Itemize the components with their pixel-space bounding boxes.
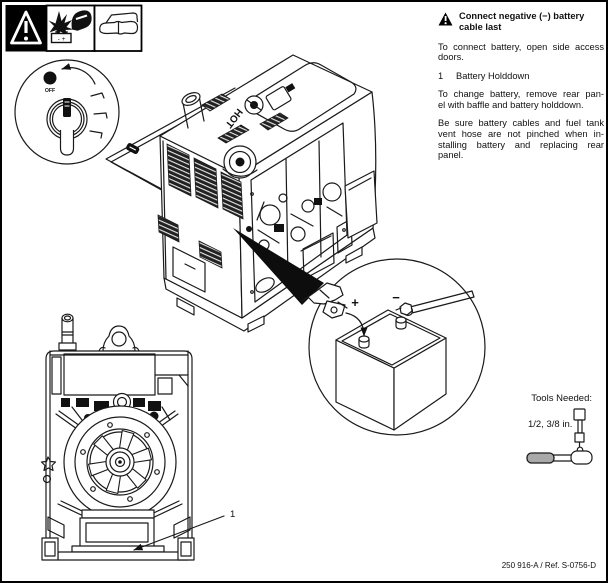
roof-access-plate — [265, 83, 296, 111]
engine-compartment — [246, 122, 348, 303]
side-grille — [220, 171, 244, 220]
safety-icon-row: - + — [5, 4, 143, 52]
key — [63, 98, 71, 117]
battery-location-callout-wedge — [233, 228, 324, 305]
battery-detail-circle: + − — [301, 258, 486, 436]
off-label: OFF — [45, 88, 55, 94]
wrench-handle — [526, 452, 555, 464]
keyhole — [46, 98, 88, 156]
small-vent — [198, 240, 223, 269]
legend-item-1: 1 Battery Holddown — [438, 71, 604, 82]
instruction-paragraph: To change battery, remove rear pan-el wi… — [438, 88, 604, 110]
machine-roof — [159, 54, 373, 176]
negative-terminal — [395, 316, 407, 330]
callout-arrow — [133, 515, 225, 551]
roof-vent — [259, 112, 289, 131]
warning-triangle-icon — [5, 5, 47, 52]
reference-number: 250 916-A / Ref. S-0756-D — [501, 561, 596, 570]
negative-cable — [395, 290, 475, 317]
side-grille — [193, 157, 219, 209]
plus-label: + — [351, 295, 359, 310]
side-grille — [166, 143, 192, 197]
battery-holddown-area — [41, 500, 195, 561]
warning-triangle-icon — [438, 12, 453, 26]
battery-polarity-label: - + — [58, 36, 66, 43]
safety-glasses-icon — [93, 4, 143, 52]
battery — [335, 309, 447, 431]
roof-vent — [201, 93, 231, 112]
connect-positive-arrow — [345, 312, 368, 337]
ignition-switch-figure: OFF — [14, 59, 120, 165]
tools-needed-label: Tools Needed: — [531, 393, 592, 404]
blower-housing — [222, 145, 258, 179]
legend-item-label: Battery Holddown — [456, 70, 530, 81]
roof-vent — [217, 124, 250, 144]
battery-explosion-face-shield-icon: - + — [45, 4, 96, 52]
tool-sizes-label: 1/2, 3/8 in. — [528, 419, 573, 430]
right-access-door — [344, 170, 378, 239]
minus-label: − — [392, 290, 400, 305]
lifting-eye — [98, 325, 140, 352]
callout-1: 1 — [133, 509, 235, 551]
flywheel — [63, 405, 177, 519]
fuel-cap — [244, 95, 264, 115]
rear-view-figure — [40, 313, 195, 561]
positive-terminal — [358, 335, 370, 349]
small-vent — [157, 214, 180, 243]
rotate-to-off-arrow — [61, 63, 96, 85]
off-position-dot — [43, 71, 57, 85]
legend-item-number: 1 — [438, 70, 444, 81]
exhaust-elbow — [181, 92, 205, 129]
socket-wrench-icon — [526, 408, 593, 465]
positive-cable-clamp — [301, 282, 348, 319]
callout-1-label: 1 — [230, 509, 235, 520]
